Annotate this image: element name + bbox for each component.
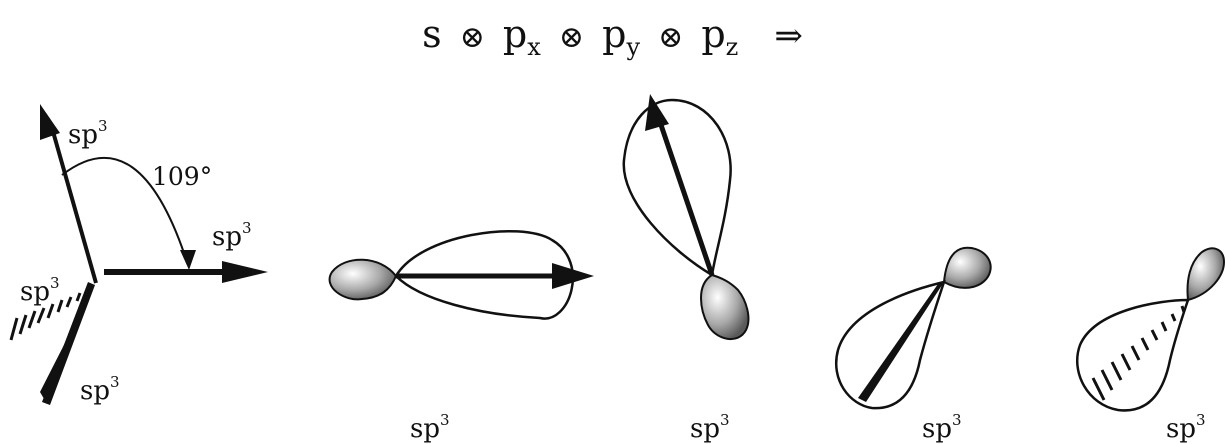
small-lobe	[330, 260, 396, 300]
small-lobe	[1188, 248, 1224, 300]
label-sp3-orbital-2: sp3	[690, 411, 730, 444]
label-sp3-wedge: sp3	[80, 373, 120, 406]
sp3-bond-up	[52, 128, 96, 283]
orbital-axis	[660, 122, 712, 275]
sp3-orbital-hashed: sp3	[1077, 248, 1224, 444]
arrow-head-right	[222, 261, 268, 283]
label-sp3-up: sp3	[68, 117, 108, 150]
angle-arc-arrowhead	[180, 250, 196, 270]
label-sp3-right: sp3	[212, 219, 252, 252]
sp3-orbital-wedge: sp3	[836, 248, 990, 444]
small-lobe	[701, 275, 748, 339]
large-lobe	[624, 100, 731, 275]
small-lobe	[944, 248, 991, 288]
wedge-axis	[858, 282, 944, 402]
label-sp3-orbital-3: sp3	[922, 411, 962, 444]
angle-label: 109°	[152, 162, 212, 191]
label-sp3-orbital-1: sp3	[410, 411, 450, 444]
sp3-orbital-up: sp3	[624, 94, 749, 444]
sp3-orbital-horizontal: sp3	[330, 231, 594, 444]
label-sp3-orbital-4: sp3	[1166, 411, 1206, 444]
hashed-axis	[1093, 306, 1184, 400]
large-lobe	[1077, 300, 1188, 410]
arrow-head-up	[40, 104, 60, 140]
tetrahedral-center: sp3 109° sp3 sp3 sp3	[11, 104, 268, 406]
label-sp3-hashed: sp3	[20, 274, 60, 307]
